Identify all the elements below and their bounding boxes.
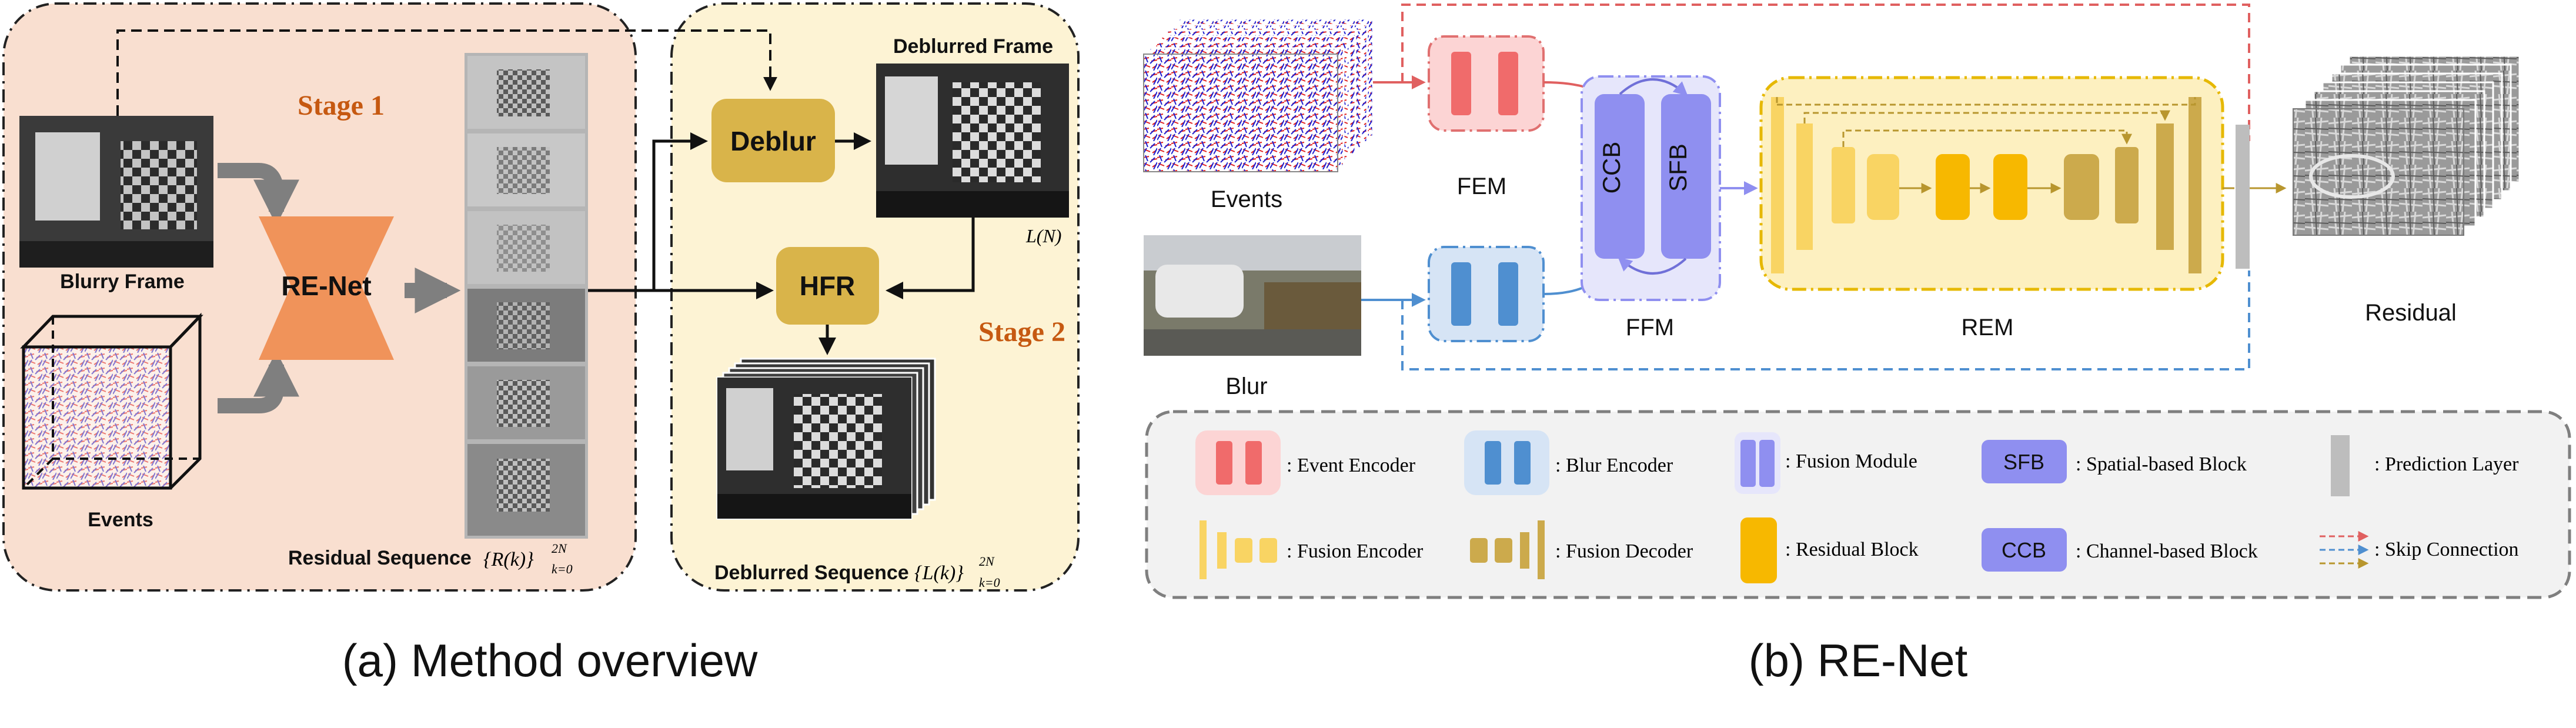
svg-text:2N: 2N [552,541,567,556]
fusion-module-block [1581,75,1721,301]
events-label-b: Events [1211,186,1282,212]
events-label-a: Events [88,509,153,531]
legend-sfb-icon [1982,440,2067,483]
legend-sfb-badge: SFB [2003,450,2044,474]
stage2-title: Stage 2 [978,316,1065,348]
svg-text:2N: 2N [979,554,995,569]
legend-event-encoder-text: : Event Encoder [1287,455,1416,476]
svg-text:{R(k)}: {R(k)} [483,549,534,570]
caption-b: (b) RE-Net [1749,635,1968,686]
rem-block [1759,76,2224,291]
legend-ccb-icon [1982,528,2067,572]
fem-label: FEM [1457,173,1506,199]
deblurred-frame-label: Deblurred Frame [893,35,1053,58]
hfr-block [776,247,879,325]
deblurred-frame-image [876,64,1069,218]
legend: : Event Encoder : Blur Encoder : Fusion … [1145,410,2571,599]
renet-block [259,216,394,360]
blurry-frame-label: Blurry Frame [60,271,185,293]
residual-sequence-math: {R(k)} 2N k=0 [483,541,573,576]
arrow-frame-to-renet [218,163,299,226]
skip-blue-bottom [1401,271,2250,370]
arrow-frame-to-hfr [886,218,975,299]
arrow-events-to-renet [218,350,299,413]
legend-fusion-encoder-text: : Fusion Encoder [1287,540,1424,562]
blur-encoder-block [1428,246,1545,342]
svg-text:k=0: k=0 [552,562,573,576]
panel-a: Stage 1 Stage 2 Blurry Frame Events RE-N… [2,2,1080,686]
deblurred-sequence-math: {L(k)} 2N k=0 [914,554,1000,590]
legend-fusion-decoder-icon [1470,520,1545,579]
legend-residual-block-text: : Residual Block [1785,539,1919,560]
svg-text:k=0: k=0 [979,575,1000,590]
dashed-frame-to-deblur [116,29,777,116]
legend-blur-encoder-text: : Blur Encoder [1555,455,1673,476]
legend-frame [1145,410,2571,599]
residual-sequence-strip [465,53,588,539]
svg-text:{L(k)}: {L(k)} [914,562,964,584]
line-to-deblur [652,132,708,290]
sfb-inner-label: SFB [1664,143,1692,192]
event-encoder-block [1428,35,1545,132]
events-cube [20,312,203,490]
ffm-label: FFM [1626,315,1674,340]
legend-channel-block-text: : Channel-based Block [2076,540,2258,562]
renet-label: RE-Net [281,271,371,301]
legend-event-encoder-icon [1195,430,1281,495]
residual-label: Residual [2365,300,2457,326]
deblurred-sequence-stack [716,358,936,520]
caption-a: (a) Method overview [342,635,758,686]
legend-prediction-icon [2331,435,2350,496]
residual-output-stack [2293,55,2521,236]
residual-sequence-label: Residual Sequence [288,547,472,569]
deblurred-sequence-label: Deblurred Sequence [714,562,909,584]
blur-input-image [1144,235,1361,356]
deblur-block [711,99,835,182]
legend-prediction-text: : Prediction Layer [2374,453,2519,475]
stage1-title: Stage 1 [298,90,385,121]
events-input-stack [1143,18,1374,172]
legend-ccb-badge: CCB [2002,538,2046,562]
blur-label: Blur [1225,373,1267,399]
legend-fusion-module-text: : Fusion Module [1785,450,1917,472]
legend-blur-encoder-icon [1464,430,1549,495]
legend-skip-connection-icon [2320,531,2369,569]
legend-skip-connection-text: : Skip Connection [2374,539,2519,560]
hfr-label: HFR [800,271,856,301]
legend-spatial-block-text: : Spatial-based Block [2076,453,2247,475]
ccb-inner-label: CCB [1598,142,1625,194]
deblur-label: Deblur [730,126,816,156]
skip-red-top [1401,4,2250,141]
legend-fusion-module-icon [1735,432,1780,494]
prediction-layer [2236,125,2250,269]
legend-residual-block-icon [1740,517,1777,583]
legend-fusion-decoder-text: : Fusion Decoder [1555,540,1693,562]
rem-label: REM [1962,315,2014,340]
ln-label: L(N) [1025,225,1061,246]
blurry-frame-image [19,116,213,268]
panel-b: Events Blur FEM [1143,4,2571,686]
legend-fusion-encoder-icon [1200,520,1277,579]
